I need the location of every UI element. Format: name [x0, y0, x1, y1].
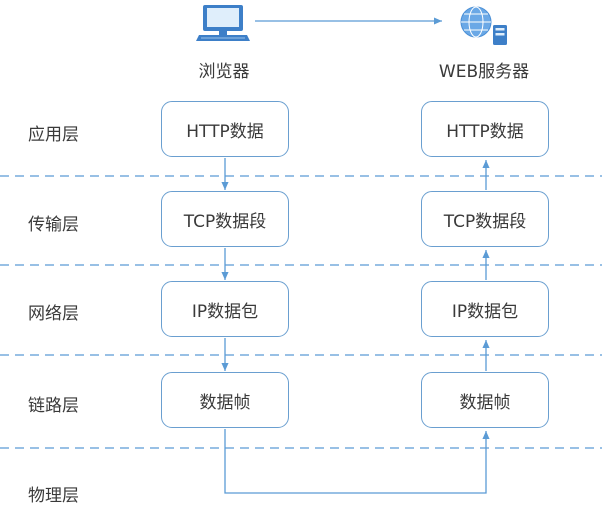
- layer-label-application: 应用层: [28, 125, 79, 145]
- browser-tcp-segment-box: TCP数据段: [161, 191, 289, 247]
- layer-label-link: 链路层: [28, 396, 79, 416]
- computer-icon: [196, 5, 250, 41]
- browser-ip-packet-box: IP数据包: [161, 281, 289, 337]
- physical-link: [224, 429, 490, 494]
- browser-data-frame-box: 数据帧: [161, 372, 289, 428]
- layer-label-transport: 传输层: [28, 215, 79, 235]
- server-http-data-box: HTTP数据: [421, 101, 549, 157]
- web-server-icon: [460, 6, 507, 45]
- browser-http-data-box: HTTP数据: [161, 101, 289, 157]
- layer-label-physical: 物理层: [28, 486, 79, 506]
- browser-label: 浏览器: [198, 62, 250, 82]
- web-server-label: WEB服务器: [438, 62, 530, 82]
- server-data-frame-box: 数据帧: [421, 372, 549, 428]
- server-ip-packet-box: IP数据包: [421, 281, 549, 337]
- server-tcp-segment-box: TCP数据段: [421, 191, 549, 247]
- layer-label-network: 网络层: [28, 304, 79, 324]
